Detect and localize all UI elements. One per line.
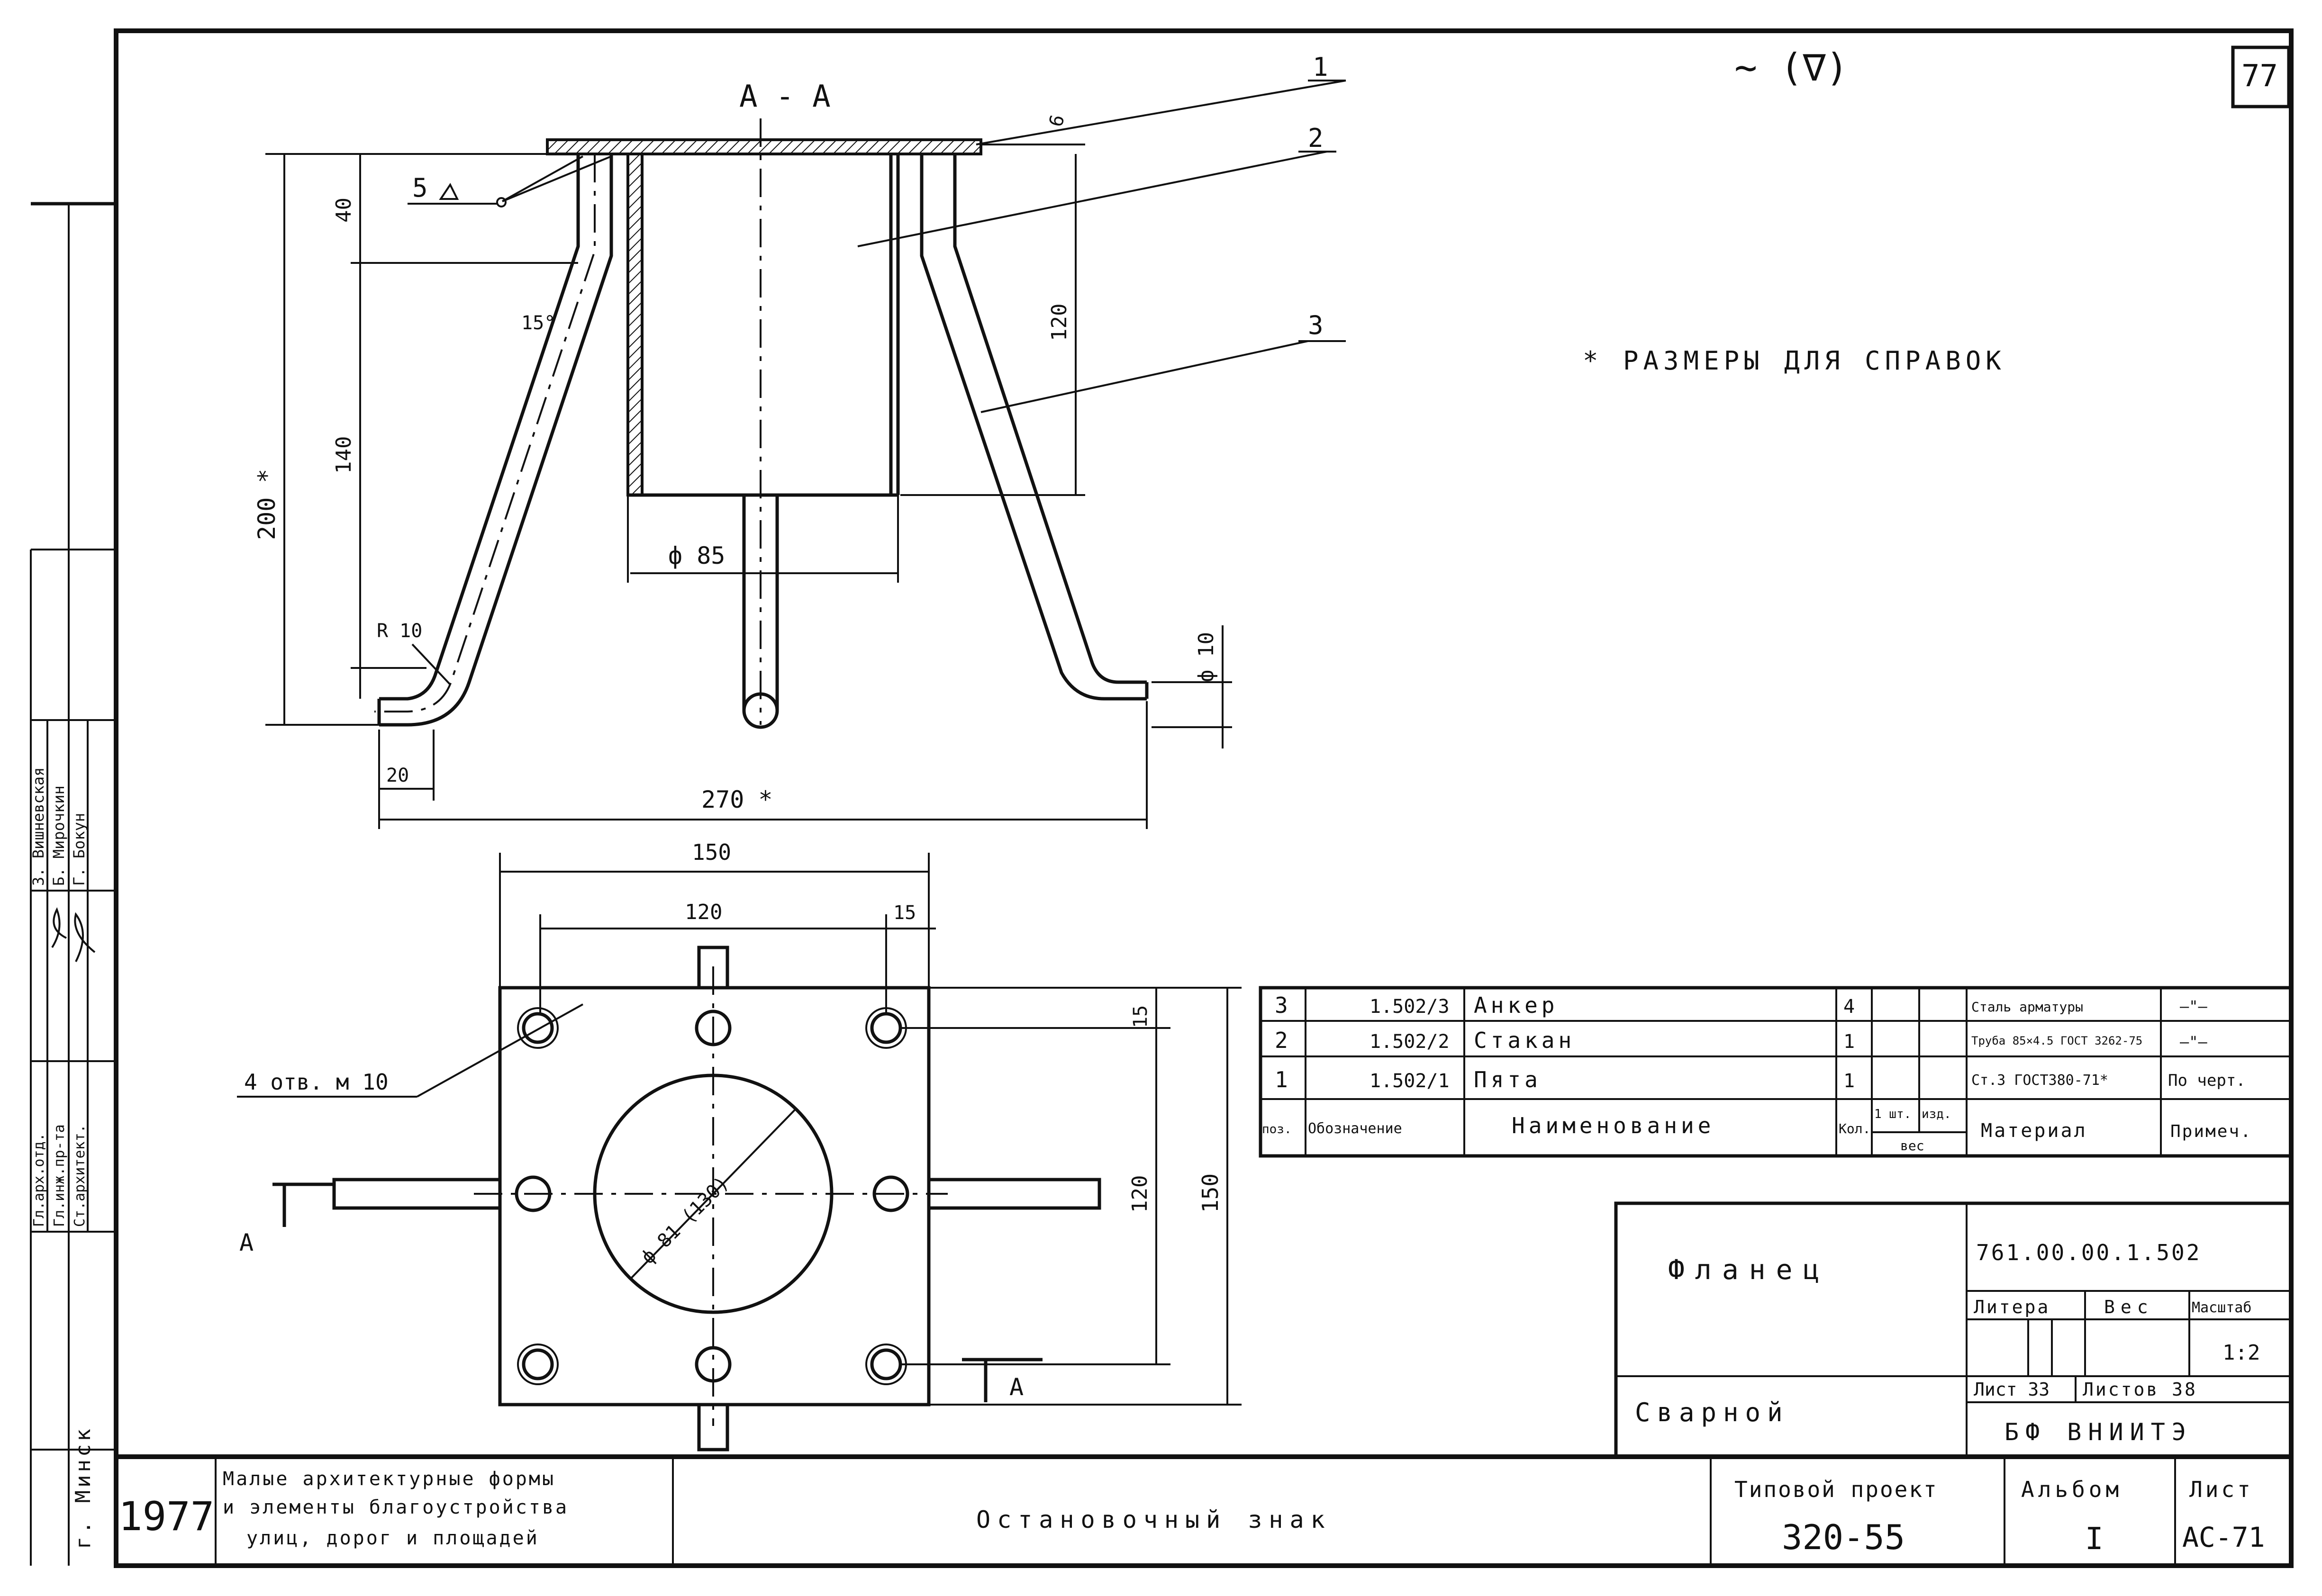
dim-120: 120 — [1047, 304, 1071, 341]
organization: БФ ВНИИТЭ — [2005, 1418, 2193, 1446]
album-number: I — [2085, 1522, 2104, 1557]
spec-row-3-pos: 3 — [1275, 992, 1288, 1018]
scale-label: Масштаб — [2192, 1299, 2251, 1316]
spec-row-2-note: —"— — [2180, 1033, 2208, 1051]
album-title-line-1: Малые архитектурные формы — [223, 1468, 555, 1490]
doc-number: 761.00.00.1.502 — [1976, 1240, 2201, 1265]
stamp-role-1: Гл.арх.отд. — [31, 1133, 47, 1227]
album-title-line-2: и элементы благоустройства — [223, 1497, 569, 1518]
spec-row-2-material: Труба 85×4.5 ГОСТ 3262-75 — [1971, 1034, 2142, 1047]
spec-header-material: Материал — [1981, 1120, 2087, 1142]
part-name: Фланец — [1668, 1253, 1830, 1286]
spec-row-3-name: Анкер — [1474, 992, 1558, 1018]
dim-r10: R 10 — [377, 620, 422, 642]
callout-2: 2 — [1308, 123, 1324, 153]
spec-header-pos: поз. — [1262, 1122, 1292, 1136]
dim-6: 6 — [1045, 112, 1069, 129]
spec-row-2-qty: 1 — [1843, 1031, 1855, 1053]
section-label: А - А — [739, 79, 831, 114]
weld-label: 5 — [412, 173, 428, 203]
dim-top-150: 150 — [692, 839, 731, 865]
project-label: Типовой проект — [1734, 1477, 1938, 1502]
album-label: Альбом — [2021, 1477, 2122, 1502]
roughness-mark: ∼ (∇) — [1734, 45, 1849, 90]
dim-270: 270 * — [701, 786, 773, 813]
spec-row-3-note: —"— — [2180, 997, 2208, 1015]
spec-row-2-designation: 1.502/2 — [1370, 1031, 1450, 1053]
dim-20: 20 — [386, 765, 409, 786]
spec-row-1-name: Пята — [1474, 1067, 1542, 1092]
spec-row-1-note: По черт. — [2168, 1071, 2246, 1090]
rod-end — [742, 692, 779, 729]
dim-phi85: ф 85 — [668, 542, 725, 569]
spec-row-3-qty: 4 — [1843, 996, 1855, 1018]
flange-plate — [546, 138, 982, 155]
stamp-role-3: Ст.архитект. — [72, 1124, 88, 1227]
plan-view: ф 81 (130) 4 отв. м 10 А А 150 — [237, 839, 1242, 1452]
sheet-code: АС-71 — [2182, 1521, 2265, 1553]
spec-header-weight: вес — [1900, 1138, 1924, 1154]
stamp-person-2: Б. Мирочкин — [50, 785, 68, 886]
spec-row-3-material: Сталь арматуры — [1971, 999, 2083, 1015]
weld-symbol — [439, 183, 459, 200]
spec-row-1-qty: 1 — [1843, 1070, 1855, 1092]
circle-label: ф 81 (130) — [637, 1172, 734, 1268]
dim-140: 140 — [332, 436, 356, 474]
scale-value: 1:2 — [2222, 1341, 2260, 1365]
spec-header-weight-unit: 1 шт. — [1874, 1107, 1911, 1121]
section-view: 1 2 3 5 40 140 200 * 15° R 10 120 6 — [253, 52, 1346, 829]
section-mark-left: А — [239, 1229, 254, 1256]
bottom-strip: 1977 Малые архитектурные формы и элемент… — [116, 1454, 2291, 1566]
spec-header-weight-izd: изд. — [1922, 1107, 1951, 1121]
spec-row-2-pos: 2 — [1275, 1028, 1288, 1053]
holes-label: 4 отв. м 10 — [244, 1069, 389, 1095]
callout-3: 3 — [1308, 310, 1324, 340]
section-mark-right: А — [1009, 1373, 1024, 1401]
spec-row-3-designation: 1.502/3 — [1370, 996, 1450, 1018]
title-block: Фланец Сварной 761.00.00.1.502 Литера Ве… — [1614, 1201, 2293, 1459]
page-number: 77 — [2241, 59, 2278, 94]
sheet-frame — [114, 28, 2294, 1568]
spec-header-designation: Обозначение — [1308, 1120, 1402, 1137]
page-number-box — [2231, 45, 2291, 108]
spec-row-1-material: Ст.3 ГОСТ380-71* — [1971, 1072, 2108, 1089]
dim-200: 200 * — [253, 469, 281, 540]
litera-label: Литера — [1974, 1297, 2050, 1317]
dim-top-120: 120 — [685, 900, 722, 924]
spec-header-note: Примеч. — [2170, 1122, 2252, 1141]
stamp-person-3: Г. Бокун — [70, 813, 88, 886]
dim-top-15: 15 — [893, 902, 916, 924]
sheet-label: Лист — [2189, 1477, 2253, 1502]
spec-row-1-pos: 1 — [1275, 1067, 1288, 1092]
spec-row-2-name: Стакан — [1474, 1028, 1575, 1053]
stamp-role-2: Гл.инж.пр-та — [51, 1124, 68, 1227]
stamp-city: г. Минск — [71, 1426, 95, 1549]
spec-row-1-designation: 1.502/1 — [1370, 1070, 1450, 1092]
year: 1977 — [118, 1493, 214, 1540]
sign-name: Остановочный знак — [976, 1506, 1332, 1533]
tube-wall-left — [626, 153, 644, 496]
sheets-total: Листов 38 — [2083, 1379, 2197, 1400]
signature-scribbles — [51, 907, 96, 962]
weight-label: Вес — [2104, 1297, 2154, 1317]
sheet-number: Лист 33 — [1974, 1379, 2050, 1400]
reference-note: * РАЗМЕРЫ ДЛЯ СПРАВОК — [1583, 346, 2006, 376]
spec-header-qty: Кол. — [1839, 1121, 1870, 1136]
side-stamp: З. Вишневская Б. Мирочкин Г. Бокун Гл.ар… — [29, 202, 116, 1566]
stamp-person-1: З. Вишневская — [29, 767, 47, 886]
album-title-line-3: улиц, дорог и площадей — [246, 1527, 539, 1549]
dim-right-120: 120 — [1128, 1175, 1152, 1213]
dim-40: 40 — [332, 198, 356, 223]
dim-right-15: 15 — [1130, 1005, 1152, 1028]
spec-header-name: Наименование — [1512, 1113, 1714, 1138]
dim-angle: 15° — [521, 312, 555, 334]
dim-right-150: 150 — [1197, 1173, 1223, 1213]
project-number: 320-55 — [1782, 1517, 1905, 1557]
spec-table: 3 1.502/3 Анкер 4 Сталь арматуры —"— 2 1… — [1259, 986, 2293, 1158]
callout-1: 1 — [1313, 52, 1328, 82]
dim-phi10: ф 10 — [1194, 632, 1218, 682]
part-type: Сварной — [1635, 1398, 1789, 1427]
